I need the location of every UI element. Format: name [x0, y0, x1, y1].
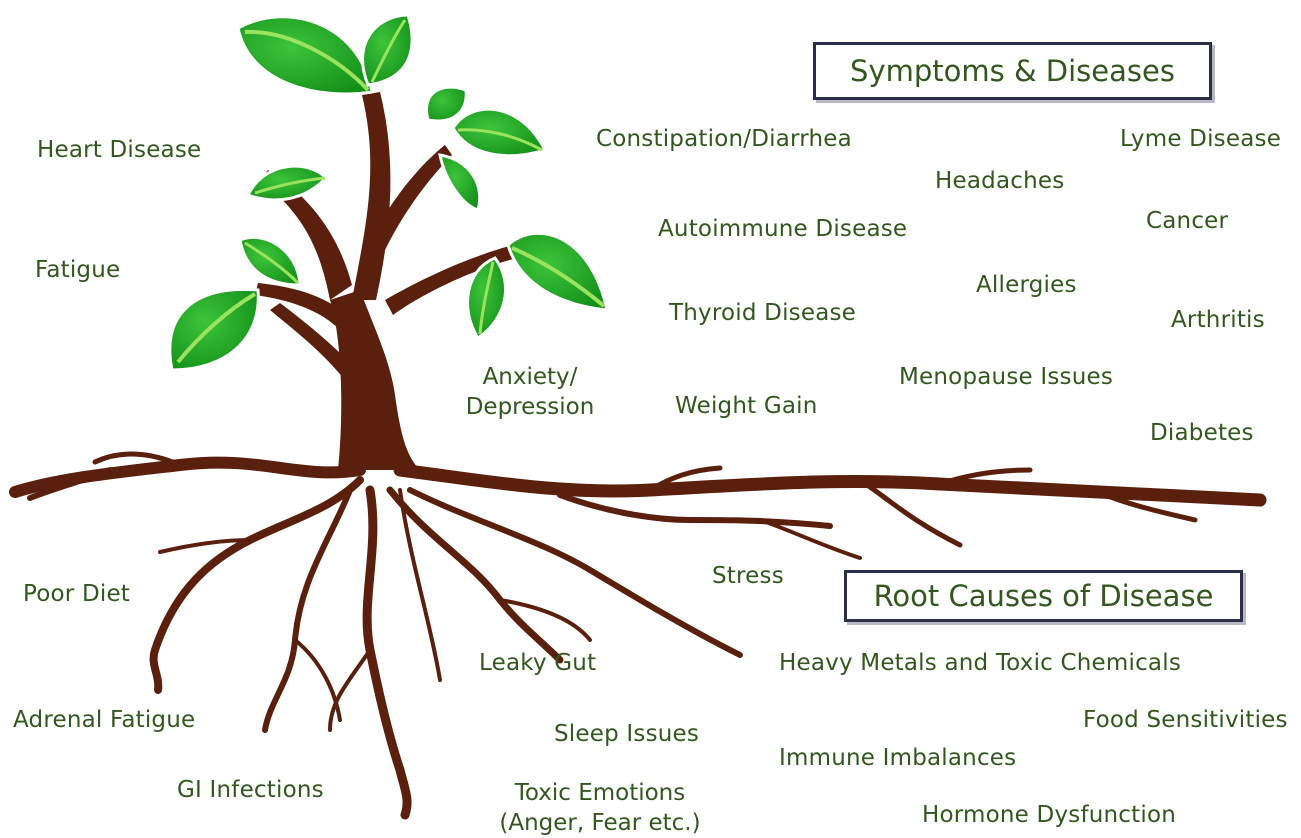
label-constipation: Constipation/Diarrhea: [596, 124, 852, 154]
leaf: [426, 87, 466, 121]
label-poor-diet: Poor Diet: [23, 579, 130, 609]
label-autoimmune-disease: Autoimmune Disease: [658, 214, 907, 244]
leaf: [363, 15, 413, 85]
label-food-sensitivities: Food Sensitivities: [1083, 705, 1288, 735]
symptoms-heading-box: Symptoms & Diseases: [813, 42, 1212, 100]
label-thyroid-disease: Thyroid Disease: [669, 298, 856, 328]
leaf: [248, 166, 326, 200]
label-anxiety-line2: Depression: [460, 392, 600, 422]
label-heavy-metals: Heavy Metals and Toxic Chemicals: [779, 648, 1181, 678]
label-toxic-emotions-line1: Toxic Emotions: [490, 778, 710, 808]
leaf: [238, 17, 372, 94]
leaf: [453, 109, 545, 155]
label-toxic-emotions-line2: (Anger, Fear etc.): [490, 808, 710, 838]
root-causes-heading-box: Root Causes of Disease: [844, 570, 1243, 622]
label-diabetes: Diabetes: [1150, 418, 1254, 448]
label-gi-infections: GI Infections: [177, 775, 324, 805]
label-fatigue: Fatigue: [35, 255, 120, 285]
label-weight-gain: Weight Gain: [675, 391, 818, 421]
leaf: [508, 233, 607, 310]
label-hormone-dysfunction: Hormone Dysfunction: [922, 800, 1176, 830]
label-anxiety-depression: Anxiety/ Depression: [460, 362, 600, 422]
label-toxic-emotions: Toxic Emotions (Anger, Fear etc.): [490, 778, 710, 838]
label-anxiety-line1: Anxiety/: [460, 362, 600, 392]
leaf: [440, 155, 480, 210]
label-allergies: Allergies: [976, 270, 1077, 300]
label-headaches: Headaches: [935, 166, 1064, 196]
label-leaky-gut: Leaky Gut: [479, 648, 596, 678]
label-stress: Stress: [712, 561, 784, 591]
symptoms-heading: Symptoms & Diseases: [850, 54, 1175, 88]
label-lyme-disease: Lyme Disease: [1120, 124, 1281, 154]
label-adrenal-fatigue: Adrenal Fatigue: [13, 705, 195, 735]
label-menopause-issues: Menopause Issues: [899, 362, 1113, 392]
root-causes-heading: Root Causes of Disease: [874, 579, 1214, 613]
tree-roots: [15, 454, 1260, 815]
label-arthritis: Arthritis: [1171, 305, 1265, 335]
label-immune-imbalances: Immune Imbalances: [779, 743, 1016, 773]
label-sleep-issues: Sleep Issues: [554, 719, 699, 749]
label-heart-disease: Heart Disease: [37, 135, 201, 165]
label-cancer: Cancer: [1146, 206, 1228, 236]
leaf: [170, 289, 258, 370]
leaf: [240, 237, 300, 285]
